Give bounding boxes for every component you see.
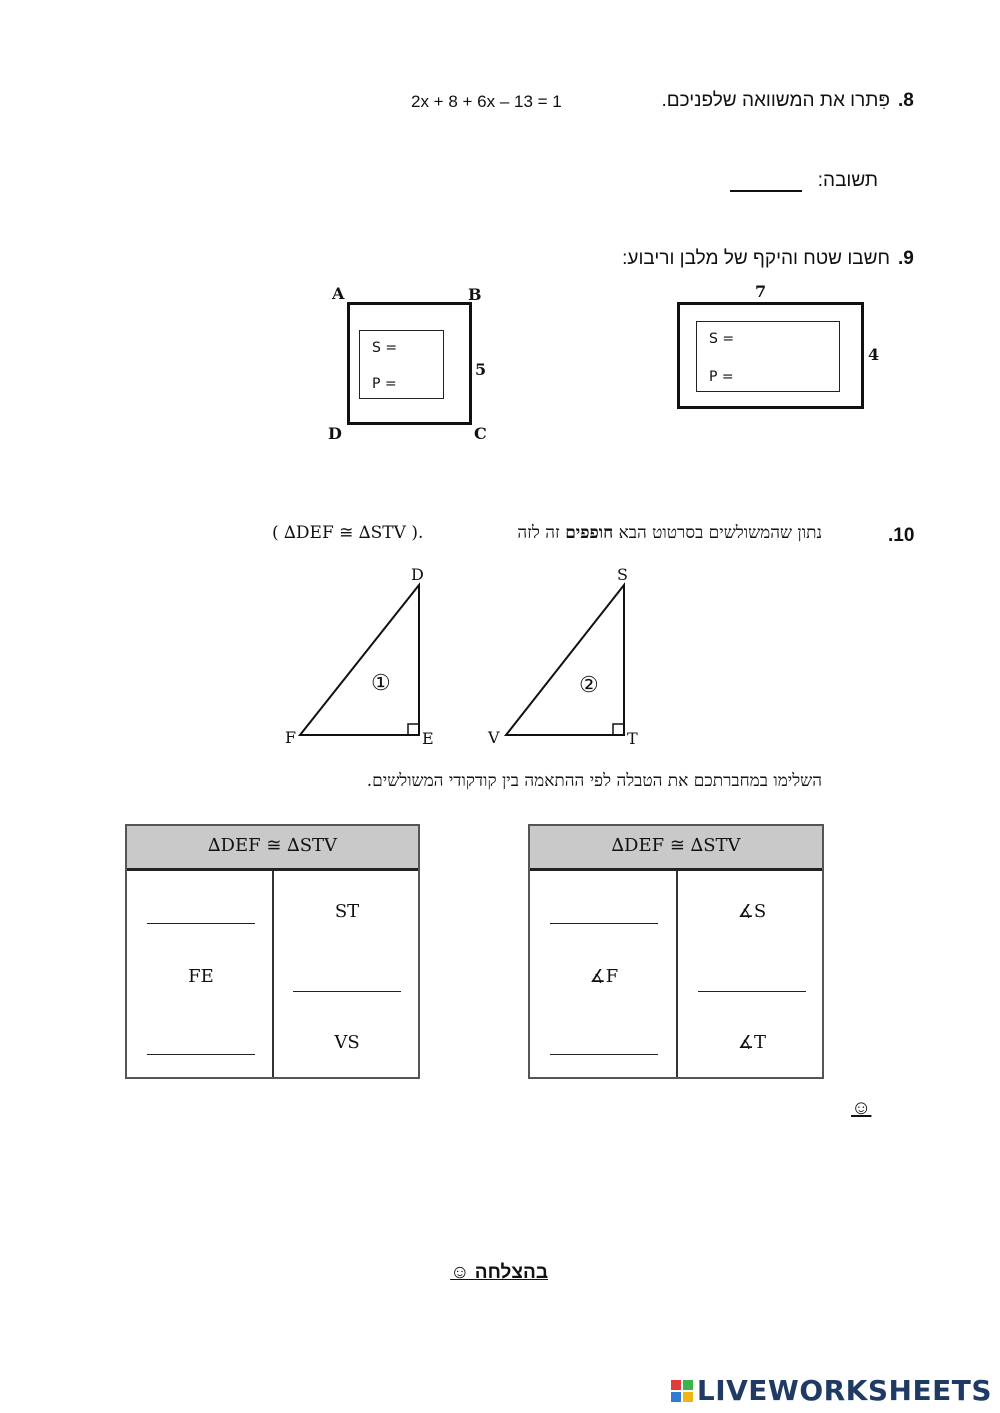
statement-text: נתון שהמשולשים בסרטוט הבא [613, 523, 822, 543]
vertex-v: V [488, 728, 500, 747]
liveworksheets-logo: LIVEWORKSHEETS [670, 1374, 992, 1407]
question-9-number: .9 [898, 248, 914, 269]
rectangle-figure [677, 302, 864, 409]
table-instruction: השלימו במחברתכם את הטבלה לפי ההתאמה בין … [366, 771, 822, 791]
square-side-label: 5 [475, 360, 487, 379]
triangle-1-number: ① [371, 670, 391, 695]
rectangle-area-label: S = [709, 331, 735, 347]
question-9-instruction: חשבו שטח והיקף של מלבן וריבוע: [622, 248, 890, 269]
question-8-instruction: פִּתרו את המשוואה שלפניכם. [661, 90, 890, 111]
table-cell-blank[interactable] [530, 1039, 678, 1060]
vertex-a-label: A [332, 284, 345, 303]
triangle-2-number: ② [579, 672, 599, 697]
smiley-icon: ☺ [851, 1097, 872, 1119]
logo-mark-icon [670, 1380, 693, 1402]
table-header: ∆DEF ≅ ∆STV [530, 826, 822, 871]
square-perimeter-label: P = [372, 376, 397, 392]
answer-label: תשובה: [817, 170, 878, 191]
correspondence-table-sides: ∆DEF ≅ ∆STV FE ST VS [125, 824, 420, 1079]
table-cell-blank[interactable] [678, 976, 826, 997]
square-answer-box[interactable] [359, 330, 444, 399]
rectangle-answer-box[interactable] [696, 321, 840, 392]
vertex-d: D [411, 565, 424, 584]
question-10-statement: נתון שהמשולשים בסרטוט הבא חופפים זה לזה [517, 523, 822, 543]
question-8-number: .8 [898, 90, 914, 111]
table-cell: VS [334, 1032, 360, 1053]
table-cell: ∡T [737, 1032, 767, 1053]
vertex-b-label: B [468, 285, 482, 304]
table-cell-blank[interactable] [127, 1039, 275, 1060]
good-luck-footer: בהצלחה ☺ [450, 1262, 548, 1283]
statement-text-end: זה לזה [517, 523, 566, 543]
vertex-t: T [627, 729, 638, 748]
table-cell: ∡F [589, 966, 619, 987]
congruence-statement: ( ∆DEF ≅ ∆STV ). [272, 523, 424, 543]
rectangle-side-label: 4 [868, 345, 880, 364]
statement-bold: חופפים [565, 523, 614, 543]
right-angle-t [612, 723, 625, 736]
table-header: ∆DEF ≅ ∆STV [127, 826, 418, 871]
vertex-d-label: D [328, 424, 342, 443]
square-figure [347, 302, 472, 425]
question-10-number: .10 [888, 525, 915, 546]
vertex-e: E [422, 729, 434, 748]
table-cell-blank[interactable] [273, 976, 421, 997]
column-divider [272, 871, 274, 1077]
logo-text: LIVEWORKSHEETS [696, 1374, 992, 1407]
triangle-stv [503, 582, 625, 736]
table-cell-blank[interactable] [127, 908, 275, 929]
question-8-equation: 2x + 8 + 6x – 13 = 1 [411, 92, 562, 111]
table-cell: FE [188, 966, 214, 987]
table-cell-blank[interactable] [530, 908, 678, 929]
triangles-figure [297, 582, 625, 736]
correspondence-table-angles: ∆DEF ≅ ∆STV ∡F ∡S ∡T [528, 824, 824, 1079]
vertex-c-label: C [474, 424, 487, 443]
rectangle-top-label: 7 [755, 282, 767, 301]
triangle-def [297, 582, 420, 736]
table-cell: ∡S [737, 901, 767, 922]
table-cell: ST [334, 901, 360, 922]
square-area-label: S = [372, 340, 398, 356]
column-divider [676, 871, 678, 1077]
vertex-f: F [285, 728, 297, 747]
right-angle-e [407, 723, 420, 736]
rectangle-perimeter-label: P = [709, 369, 734, 385]
answer-blank[interactable] [730, 172, 802, 192]
vertex-s: S [617, 565, 628, 584]
